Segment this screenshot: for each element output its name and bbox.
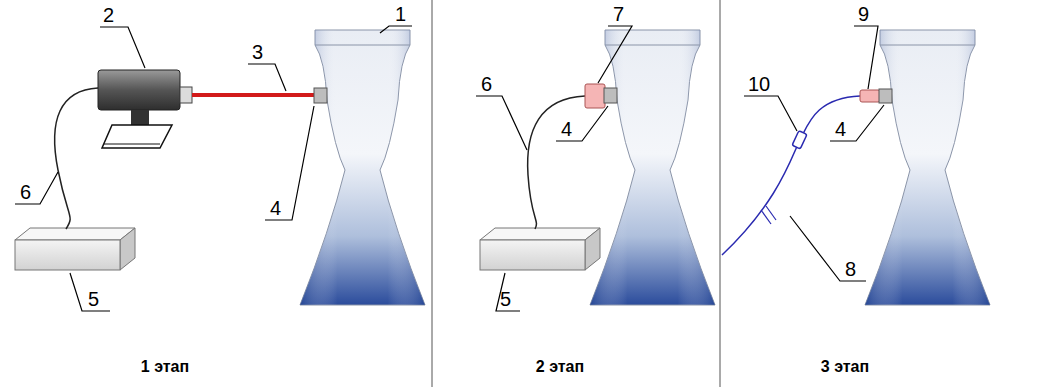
nozzle [865,30,990,305]
leader-line [744,96,797,131]
leader-line [380,26,412,33]
break-mark [766,206,776,220]
stage-caption: 3 этап [821,357,869,377]
stand-base [102,125,172,148]
optical-fiber [722,96,860,255]
control-unit [15,228,135,270]
callout-number: 10 [748,73,770,95]
leader-line [70,273,110,311]
stage-caption: 2 этап [536,357,584,377]
break-mark [761,210,771,224]
stage-caption: 1 этап [141,357,189,377]
leader-lines [15,26,884,311]
callout-number: 4 [270,197,281,219]
callout-number: 4 [835,118,846,140]
emitter [860,90,880,102]
divider [720,0,721,387]
leader-line [556,106,608,141]
callout-number: 5 [500,288,511,310]
callout-number: 6 [20,181,31,203]
fitting [314,88,327,103]
callout-number: 9 [858,3,869,25]
cable [55,88,98,229]
leader-line [830,105,884,141]
callout-number: 2 [103,4,114,26]
leader-line [854,26,878,89]
leader-line [598,26,632,83]
leader-line [476,96,527,150]
leader-line [15,172,58,204]
leader-line [496,273,520,311]
leader-line [248,64,286,91]
stand [131,110,149,125]
callout-number: 3 [252,41,263,63]
laser-beam [192,93,314,97]
callout-number: 5 [88,288,99,310]
callout-number: 1 [395,3,406,25]
fitting [604,88,617,103]
leader-line [265,106,314,220]
fiber-connector [792,131,807,149]
callout-number: 4 [561,118,572,140]
leader-line [790,216,866,281]
callout-number: 7 [613,3,624,25]
divider [432,0,433,387]
fitting [879,89,892,103]
callout-number: 6 [481,73,492,95]
leader-line [100,27,145,68]
nozzle [590,30,715,305]
laser-device [98,70,180,110]
control-unit [480,228,600,270]
lens [180,87,192,103]
cable [528,96,585,229]
stand-base [104,144,160,145]
emitter [585,84,605,108]
nozzle [300,30,425,305]
callout-number: 8 [845,258,856,280]
